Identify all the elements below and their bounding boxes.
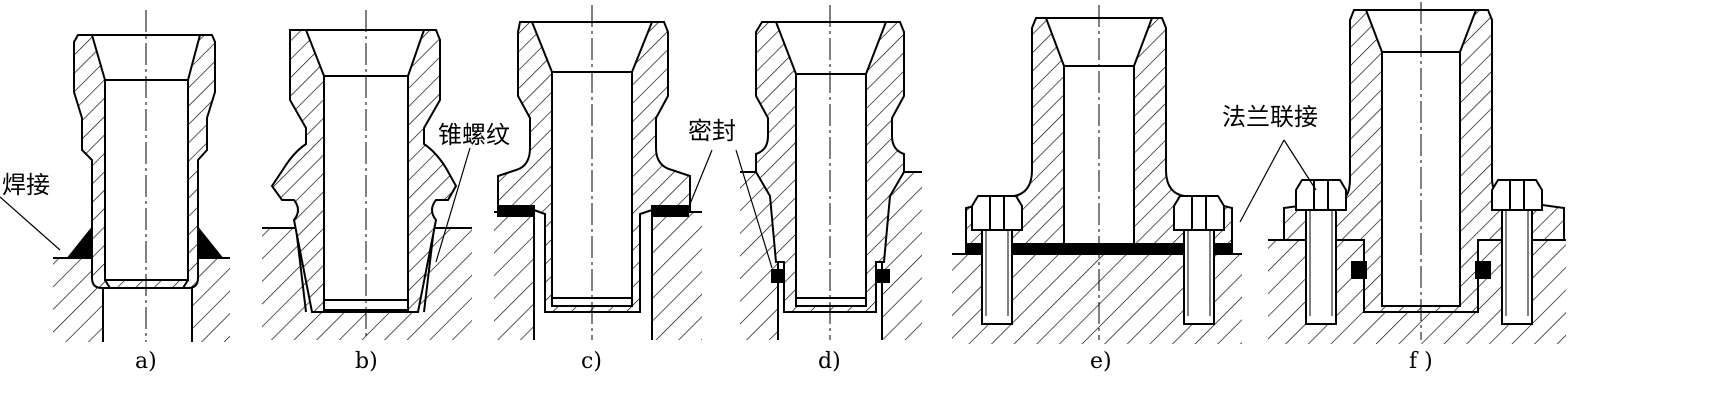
fig-d-seal-left (771, 269, 784, 283)
fig-d-bore-sealed-fitting (735, 5, 922, 340)
fig-e-bolt-left (971, 195, 1023, 325)
fig-a-welded-fitting (0, 10, 230, 342)
caption-c: c) (581, 349, 602, 374)
fig-a-weld-right (197, 225, 225, 259)
fig-b-taper-thread-fitting (262, 10, 472, 340)
fig-e-flanged-fitting (952, 5, 1242, 344)
fig-f-seal-left (1351, 261, 1367, 279)
label-taper-thread: 锥螺纹 (438, 121, 510, 149)
fig-f-bolt-left (1295, 179, 1347, 325)
fig-c-sealed-fitting (494, 5, 713, 340)
caption-e: e) (1090, 349, 1112, 374)
fig-e-bolt-right (1173, 195, 1225, 325)
label-seal: 密封 (688, 117, 736, 145)
fig-c-seal-right (651, 205, 689, 217)
fig-f-flanged-sealed-fitting (1239, 2, 1566, 344)
fig-d-seal-right (877, 269, 890, 283)
caption-f: f ) (1409, 349, 1433, 374)
caption-b: b) (355, 349, 378, 374)
caption-a: a) (135, 349, 157, 374)
label-weld: 焊接 (2, 171, 50, 199)
caption-d: d) (818, 349, 841, 374)
fig-a-weld-left (65, 225, 93, 259)
fig-f-seal-right (1475, 261, 1491, 279)
fig-c-seal-left (497, 205, 535, 217)
label-flange-joint: 法兰联接 (1222, 103, 1318, 131)
fig-f-bolt-right (1491, 179, 1543, 325)
